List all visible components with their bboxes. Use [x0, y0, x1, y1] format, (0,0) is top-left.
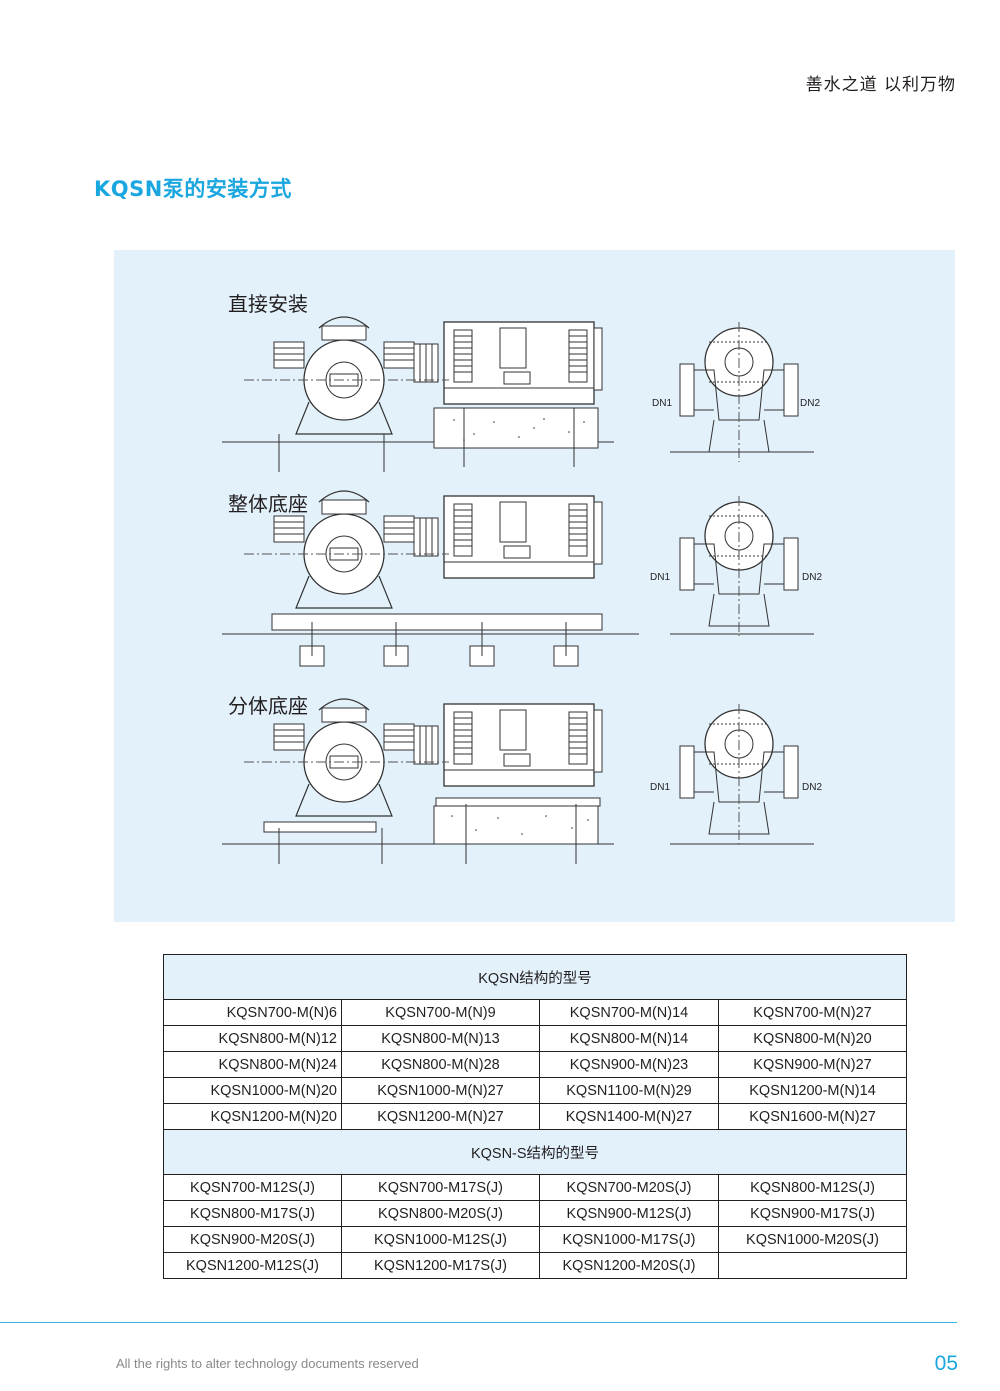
footer-divider [0, 1322, 957, 1323]
table-row: KQSN700-M(N)6 KQSN700-M(N)9 KQSN700-M(N)… [163, 999, 908, 1026]
table-cell: KQSN900-M(N)27 [717, 1051, 908, 1078]
table-cell: KQSN900-M17S(J) [717, 1200, 908, 1227]
dn2-label-2: DN2 [802, 572, 822, 583]
table-cell: KQSN1000-M20S(J) [717, 1226, 908, 1253]
table-header-kqsn-s: KQSN-S结构的型号 [162, 1129, 908, 1175]
table-row: KQSN800-M(N)24 KQSN800-M(N)28 KQSN900-M(… [163, 1051, 908, 1078]
page-title: KQSN泵的安装方式 [94, 177, 292, 201]
table-cell: KQSN700-M17S(J) [341, 1174, 540, 1201]
table-cell: KQSN700-M(N)6 [163, 999, 342, 1026]
table-cell: KQSN1200-M17S(J) [341, 1252, 540, 1279]
table-row: KQSN800-M17S(J) KQSN800-M20S(J) KQSN900-… [163, 1200, 908, 1227]
table-row: KQSN900-M20S(J) KQSN1000-M12S(J) KQSN100… [163, 1226, 908, 1253]
table-cell: KQSN700-M(N)9 [341, 999, 540, 1026]
installation-diagram-panel: 直接安装 整体底座 分体底座 [114, 250, 955, 922]
table-cell: KQSN1200-M(N)14 [717, 1077, 908, 1104]
section-label-split-base: 分体底座 [228, 694, 308, 718]
footer-copyright: All the rights to alter technology docum… [116, 1356, 419, 1371]
section-label-integral-base: 整体底座 [228, 492, 308, 516]
table-cell: KQSN800-M(N)13 [341, 1025, 540, 1052]
dn2-label-1: DN2 [800, 398, 820, 409]
dn1-label-2: DN1 [650, 572, 670, 583]
table-cell: KQSN1600-M(N)27 [717, 1103, 908, 1130]
table-cell: KQSN1200-M(N)27 [341, 1103, 540, 1130]
table-cell: KQSN1200-M12S(J) [163, 1252, 342, 1279]
table-cell: KQSN1200-M(N)20 [163, 1103, 342, 1130]
page-number: 05 [934, 1352, 958, 1375]
dn2-label-3: DN2 [802, 782, 822, 793]
table-cell [717, 1252, 908, 1279]
table-cell: KQSN800-M20S(J) [341, 1200, 540, 1227]
table-cell: KQSN800-M(N)14 [539, 1025, 719, 1052]
table-header-kqsn: KQSN结构的型号 [162, 954, 908, 1000]
dn1-label-3: DN1 [650, 782, 670, 793]
table-cell: KQSN1400-M(N)27 [539, 1103, 719, 1130]
table-cell: KQSN1100-M(N)29 [539, 1077, 719, 1104]
table-cell: KQSN800-M12S(J) [717, 1174, 908, 1201]
table-cell: KQSN800-M(N)28 [341, 1051, 540, 1078]
table-cell: KQSN900-M12S(J) [539, 1200, 719, 1227]
table-cell: KQSN1200-M20S(J) [539, 1252, 719, 1279]
table-cell: KQSN700-M(N)27 [717, 999, 908, 1026]
table-cell: KQSN1000-M12S(J) [341, 1226, 540, 1253]
table-cell: KQSN1000-M17S(J) [539, 1226, 719, 1253]
table-cell: KQSN800-M(N)20 [717, 1025, 908, 1052]
table-cell: KQSN1000-M(N)27 [341, 1077, 540, 1104]
table-row: KQSN800-M(N)12 KQSN800-M(N)13 KQSN800-M(… [163, 1025, 908, 1052]
table-cell: KQSN900-M(N)23 [539, 1051, 719, 1078]
table-cell: KQSN700-M(N)14 [539, 999, 719, 1026]
header-slogan: 善水之道 以利万物 [805, 75, 956, 95]
table-row: KQSN1000-M(N)20 KQSN1000-M(N)27 KQSN1100… [163, 1077, 908, 1104]
table-row: KQSN1200-M12S(J) KQSN1200-M17S(J) KQSN12… [163, 1252, 908, 1279]
installation-drawings: DN1 DN2 DN1 DN2 [222, 316, 822, 864]
table-cell: KQSN900-M20S(J) [163, 1226, 342, 1253]
table-cell: KQSN800-M17S(J) [163, 1200, 342, 1227]
table-cell: KQSN800-M(N)24 [163, 1051, 342, 1078]
dn1-label-1: DN1 [652, 398, 672, 409]
table-cell: KQSN800-M(N)12 [163, 1025, 342, 1052]
section-label-direct: 直接安装 [228, 292, 308, 316]
model-table: KQSN结构的型号 KQSN700-M(N)6 KQSN700-M(N)9 KQ… [162, 954, 908, 1279]
table-row: KQSN1200-M(N)20 KQSN1200-M(N)27 KQSN1400… [163, 1103, 908, 1130]
table-cell: KQSN700-M12S(J) [163, 1174, 342, 1201]
table-cell: KQSN1000-M(N)20 [163, 1077, 342, 1104]
table-cell: KQSN700-M20S(J) [539, 1174, 719, 1201]
table-row: KQSN700-M12S(J) KQSN700-M17S(J) KQSN700-… [163, 1174, 908, 1201]
